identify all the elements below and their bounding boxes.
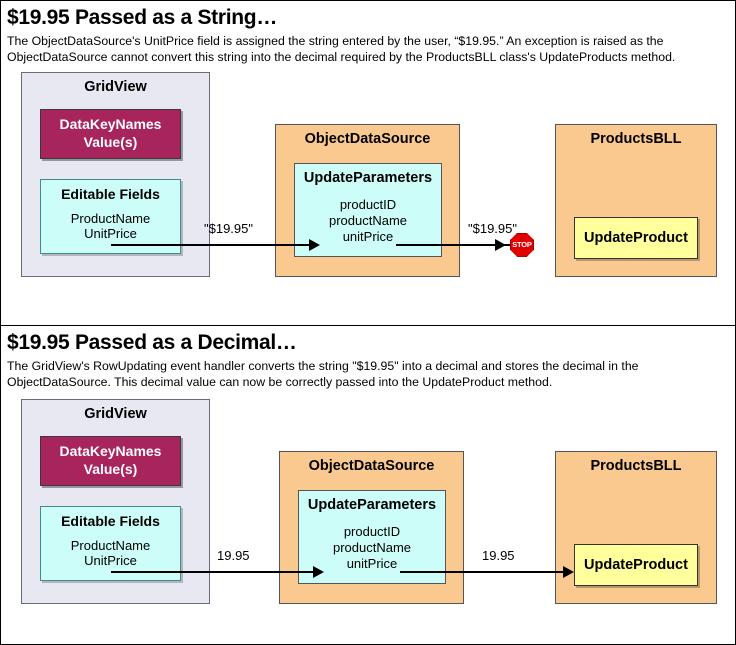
gridview-title-2: GridView	[84, 405, 147, 422]
datakeynames-box-2: DataKeyNames Value(s)	[40, 435, 181, 486]
arrow-line-gridview-to-ods-2	[111, 570, 315, 573]
stop-icon: STOP	[510, 232, 534, 257]
diagram-string: GridView DataKeyNames Value(s) Editable …	[1, 66, 736, 298]
editable-field-unitprice-1: UnitPrice	[84, 226, 137, 242]
stop-icon-label: STOP	[512, 240, 532, 250]
productsbll-title-2: ProductsBLL	[590, 457, 682, 474]
editable-field-productname-2: ProductName	[70, 537, 151, 553]
arrow-label-ods-to-bll-2: 19.95	[482, 547, 515, 563]
objectdatasource-title-1: ObjectDataSource	[304, 130, 431, 147]
datakeynames-label-line1: DataKeyNames	[59, 116, 162, 133]
productsbll-title-1: ProductsBLL	[590, 130, 682, 147]
editable-field-unitprice-2: UnitPrice	[84, 553, 137, 569]
arrow-line-ods-to-bll-2	[400, 570, 572, 573]
arrow-head-gridview-to-ods-2	[313, 565, 324, 578]
arrow-line-gridview-to-ods-1	[111, 243, 311, 246]
arrow-head-ods-to-bll-1	[495, 238, 506, 251]
datakeynames-label-line1-2: DataKeyNames	[59, 443, 162, 460]
datakeynames-label-line2: Value(s)	[83, 133, 138, 150]
panel-divider	[1, 325, 735, 326]
editable-fields-box-1: Editable Fields ProductName UnitPrice	[40, 178, 181, 254]
arrow-line-ods-to-bll-1	[396, 243, 511, 246]
param-productid-1: productID	[339, 196, 397, 212]
datakeynames-label-line2-2: Value(s)	[83, 460, 138, 477]
panel-2-title: $19.95 Passed as a Decimal…	[7, 331, 297, 354]
panel-decimal: $19.95 Passed as a Decimal… The GridView…	[1, 326, 735, 643]
gridview-title-1: GridView	[84, 78, 147, 95]
arrow-label-ods-to-bll-1: "$19.95"	[468, 220, 517, 236]
updateparameters-title-1: UpdateParameters	[303, 169, 433, 186]
panel-1-description: The ObjectDataSource's UnitPrice field i…	[7, 34, 676, 65]
panel-2-description: The GridView's RowUpdating event handler…	[7, 359, 639, 390]
arrow-head-gridview-to-ods-1	[309, 238, 320, 251]
updateproduct-box-2: UpdateProduct	[574, 543, 698, 586]
panel-string: $19.95 Passed as a String… The ObjectDat…	[1, 1, 735, 325]
arrow-head-ods-to-bll-2	[563, 565, 574, 578]
diagram-decimal: GridView DataKeyNames Value(s) Editable …	[1, 391, 736, 621]
arrow-label-gridview-to-ods-2: 19.95	[217, 547, 250, 563]
editable-fields-title-1: Editable Fields	[61, 185, 160, 202]
updateproduct-box-1: UpdateProduct	[574, 216, 698, 259]
param-unitprice-1: unitPrice	[342, 228, 394, 244]
panel-1-title: $19.95 Passed as a String…	[7, 6, 278, 29]
arrow-label-gridview-to-ods-1: "$19.95"	[204, 220, 253, 236]
param-productid-2: productID	[343, 523, 401, 539]
editable-fields-box-2: Editable Fields ProductName UnitPrice	[40, 505, 181, 581]
param-unitprice-2: unitPrice	[346, 555, 398, 571]
editable-field-productname-1: ProductName	[70, 210, 151, 226]
editable-fields-title-2: Editable Fields	[61, 512, 160, 529]
datakeynames-box-1: DataKeyNames Value(s)	[40, 108, 181, 159]
objectdatasource-title-2: ObjectDataSource	[308, 457, 435, 474]
param-productname-2: productName	[332, 539, 412, 555]
updateparameters-title-2: UpdateParameters	[307, 496, 437, 513]
param-productname-1: productName	[328, 212, 408, 228]
